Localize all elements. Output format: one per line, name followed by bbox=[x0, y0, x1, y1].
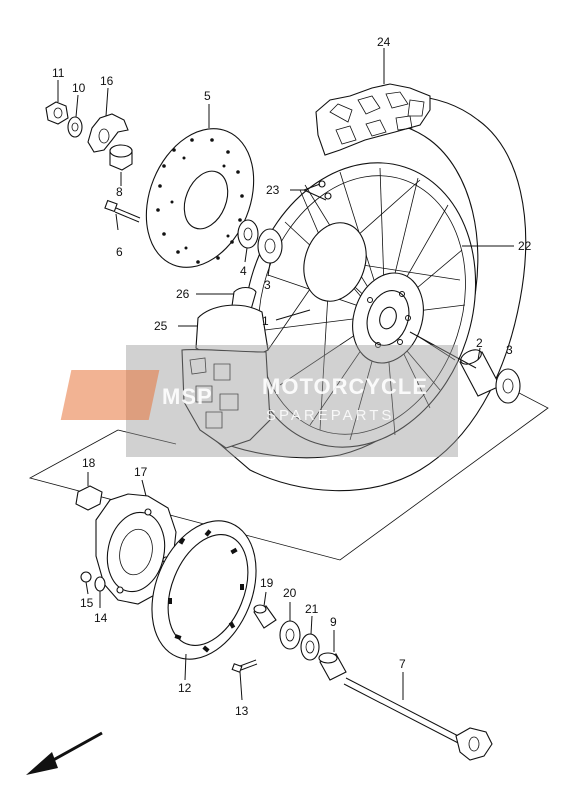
axle-7 bbox=[343, 677, 493, 761]
callout-9: 9 bbox=[330, 615, 337, 629]
sprocket-16 bbox=[87, 113, 129, 153]
seal-3-left bbox=[257, 228, 283, 264]
callout-12: 12 bbox=[178, 681, 192, 695]
callout-10: 10 bbox=[72, 81, 86, 95]
watermark-line1: MOTORCYCLE bbox=[262, 374, 428, 399]
callout-19: 19 bbox=[260, 576, 274, 590]
callout-8: 8 bbox=[116, 185, 123, 199]
callouts: 1 2 3 3 4 5 6 7 8 9 10 11 12 13 14 15 16… bbox=[52, 35, 532, 718]
washer-10 bbox=[67, 116, 83, 138]
callout-17: 17 bbox=[134, 465, 148, 479]
callout-21: 21 bbox=[305, 602, 319, 616]
callout-7: 7 bbox=[399, 657, 406, 671]
callout-4: 4 bbox=[240, 264, 247, 278]
callout-3-right: 3 bbox=[506, 343, 513, 357]
callout-23: 23 bbox=[266, 183, 280, 197]
callout-14: 14 bbox=[94, 611, 108, 625]
callout-15: 15 bbox=[80, 596, 94, 610]
callout-13: 13 bbox=[235, 704, 249, 718]
collar-8 bbox=[109, 144, 133, 171]
watermark-line2: SPAREPARTS bbox=[266, 407, 394, 424]
seal-3-right bbox=[495, 368, 521, 404]
sprocket-drum-17 bbox=[95, 493, 177, 605]
spacer-19 bbox=[253, 604, 277, 629]
tube-25 bbox=[181, 304, 271, 449]
damper-18 bbox=[75, 485, 103, 511]
callout-6: 6 bbox=[116, 245, 123, 259]
assembly-outline bbox=[28, 382, 549, 561]
callout-22: 22 bbox=[518, 239, 532, 253]
wheel-hub bbox=[303, 222, 424, 364]
nut-15 bbox=[80, 571, 92, 583]
callout-18: 18 bbox=[82, 456, 96, 470]
callout-25: 25 bbox=[154, 319, 168, 333]
bearing-20 bbox=[279, 620, 301, 650]
callout-24: 24 bbox=[377, 35, 391, 49]
rear-tire bbox=[214, 83, 527, 492]
bearing-4 bbox=[237, 219, 259, 249]
callout-11: 11 bbox=[52, 66, 65, 80]
callout-26: 26 bbox=[176, 287, 190, 301]
callout-20: 20 bbox=[283, 586, 297, 600]
callout-2: 2 bbox=[476, 336, 483, 350]
front-arrow-icon bbox=[26, 731, 103, 775]
watermark: MSP MOTORCYCLE SPAREPARTS bbox=[60, 345, 458, 457]
brake-disc bbox=[145, 128, 255, 268]
callout-3-left: 3 bbox=[264, 278, 271, 292]
leader-lines bbox=[57, 48, 514, 701]
bolt-6 bbox=[104, 199, 141, 223]
nut-11 bbox=[45, 101, 69, 125]
bolt-13 bbox=[231, 659, 258, 673]
seal-21 bbox=[300, 633, 320, 661]
washer-14 bbox=[94, 576, 106, 592]
watermark-logo: MSP bbox=[162, 384, 213, 409]
callout-16: 16 bbox=[100, 74, 114, 88]
rear-sprocket-12 bbox=[151, 520, 257, 660]
callout-5: 5 bbox=[204, 89, 211, 103]
callout-1: 1 bbox=[262, 314, 269, 328]
collar-9 bbox=[318, 652, 347, 681]
